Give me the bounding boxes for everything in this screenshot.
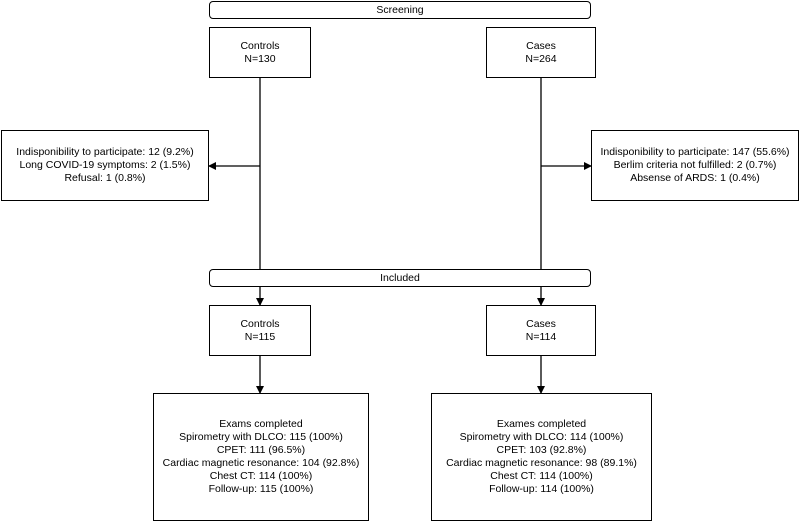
cases-exams-line: Spirometry with DLCO: 114 (100%) <box>459 431 624 443</box>
cases-included-box: Cases N=114 <box>486 305 596 356</box>
cases-exclusion-line: Indisponibility to participate: 147 (55.… <box>600 146 790 158</box>
cases-exclusion-box: Indisponibility to participate: 147 (55.… <box>591 130 799 201</box>
cases-exams-line: CPET: 103 (92.8%) <box>496 444 587 456</box>
included-label: Included <box>380 271 420 284</box>
controls-exams-line: Spirometry with DLCO: 115 (100%) <box>179 431 343 443</box>
cases-exclusion-line: Berlim criteria not fulfilled: 2 (0.7%) <box>613 159 777 171</box>
cases-exams-line: Cardiac magnetic resonance: 98 (89.1%) <box>446 457 637 469</box>
controls-exclusion-line: Indisponibility to participate: 12 (9.2%… <box>16 146 194 158</box>
cases-exams-line: Chest CT: 114 (100%) <box>490 470 593 482</box>
controls-exclusion-box: Indisponibility to participate: 12 (9.2%… <box>1 130 209 201</box>
cases-included-title: Cases <box>526 317 556 330</box>
cases-screening-title: Cases <box>526 39 556 52</box>
controls-screening-box: Controls N=130 <box>209 27 311 78</box>
cases-exclusion-line: Absense of ARDS: 1 (0.4%) <box>630 172 760 184</box>
cases-screening-box: Cases N=264 <box>486 27 596 78</box>
cases-exams-box: Exames completed Spirometry with DLCO: 1… <box>431 393 652 521</box>
controls-screening-count: N=130 <box>244 52 276 65</box>
controls-included-title: Controls <box>240 317 280 330</box>
cases-exams-line: Follow-up: 114 (100%) <box>489 483 594 495</box>
screening-bar: Screening <box>209 1 591 19</box>
controls-exams-title: Exams completed <box>219 418 303 430</box>
cases-exams-title: Exames completed <box>496 418 587 430</box>
controls-exclusion-line: Refusal: 1 (0.8%) <box>64 172 146 184</box>
controls-screening-title: Controls <box>240 39 280 52</box>
screening-label: Screening <box>376 3 424 16</box>
controls-included-box: Controls N=115 <box>209 305 311 356</box>
controls-exclusion-line: Long COVID-19 symptoms: 2 (1.5%) <box>19 159 191 171</box>
controls-exams-line: Follow-up: 115 (100%) <box>208 483 314 495</box>
included-bar: Included <box>209 269 591 287</box>
cases-included-count: N=114 <box>525 330 557 343</box>
controls-exams-line: Cardiac magnetic resonance: 104 (92.8%) <box>162 457 360 469</box>
controls-included-count: N=115 <box>244 330 276 343</box>
controls-exams-line: CPET: 111 (96.5%) <box>216 444 306 456</box>
cases-screening-count: N=264 <box>525 52 557 65</box>
controls-exams-box: Exams completed Spirometry with DLCO: 11… <box>153 393 369 521</box>
controls-exams-line: Chest CT: 114 (100%) <box>209 470 313 482</box>
